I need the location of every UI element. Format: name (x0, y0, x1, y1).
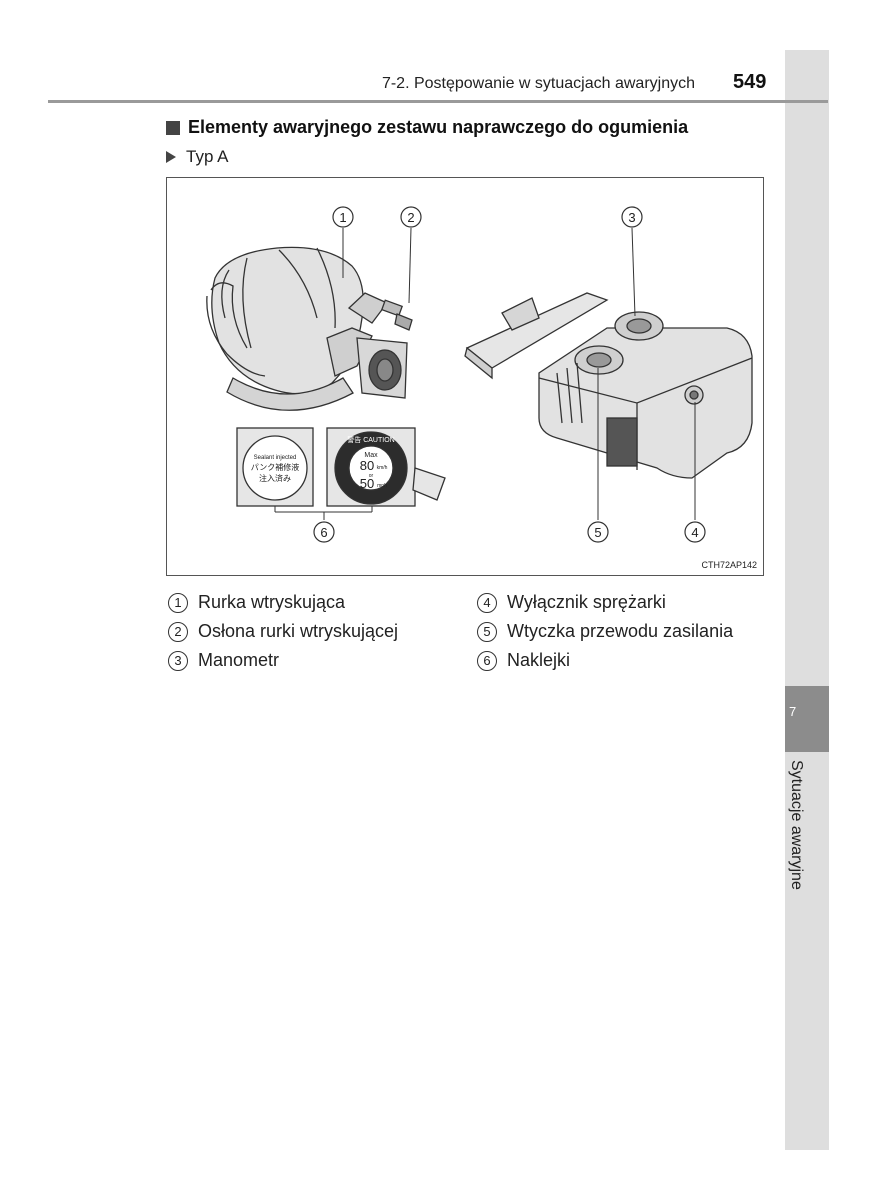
callout-3-marker (621, 206, 643, 228)
type-label-text: Typ A (186, 147, 229, 166)
legend-label: Wtyczka przewodu zasilania (507, 621, 734, 641)
legend-number-badge: 2 (168, 621, 188, 642)
sticker-caution-max: Max (364, 452, 378, 459)
legend-item: 6 Naklejki (477, 646, 733, 675)
chapter-tab[interactable] (785, 686, 829, 752)
callout-5-marker (587, 521, 609, 543)
sticker-sealant-line2: パンク補修液 (251, 462, 299, 472)
callout-3-label: 3 (628, 210, 635, 225)
legend-item: 1 Rurka wtryskująca (168, 588, 398, 617)
square-bullet-icon (166, 120, 180, 135)
figure-code: CTH72AP142 (701, 560, 757, 570)
callout-4-marker (684, 521, 706, 543)
legend-number-badge: 5 (477, 621, 497, 642)
sealant-sticker-drawing (236, 427, 314, 507)
legend-left-column: 1 Rurka wtryskująca 2 Osłona rurki wtrys… (168, 588, 398, 675)
legend-item: 5 Wtyczka przewodu zasilania (477, 617, 733, 646)
callout-1-label: 1 (339, 210, 346, 225)
repair-kit-figure: 1 2 3 4 5 6 Sealant injected パンク補修液 注入済み… (166, 177, 764, 576)
triangle-bullet-icon (166, 151, 176, 163)
callout-2-marker (400, 206, 422, 228)
legend-label: Osłona rurki wtryskującej (198, 621, 399, 641)
sticker-caution-kmh-value: 80 (360, 458, 374, 473)
callout-2-label: 2 (407, 210, 414, 225)
type-label: Typ A (166, 147, 229, 167)
callout-5-label: 5 (594, 525, 601, 540)
compressor-drawing (464, 292, 753, 479)
repair-kit-illustration: 1 2 3 4 5 6 Sealant injected パンク補修液 注入済み… (206, 206, 753, 543)
sealant-bottle-drawing (206, 246, 413, 411)
legend-number-badge: 4 (477, 592, 497, 613)
page-number: 549 (733, 71, 767, 93)
header-divider (48, 100, 828, 103)
legend-label: Wyłącznik sprężarki (507, 592, 666, 612)
section-heading: Elementy awaryjnego zestawu naprawczego … (166, 117, 688, 138)
legend-number-badge: 3 (168, 650, 188, 671)
chapter-number: 7 (789, 704, 797, 719)
speed-caution-sticker-drawing (326, 427, 446, 507)
callout-6-marker (313, 521, 335, 543)
sticker-sealant-line3: 注入済み (259, 473, 291, 483)
sticker-caution-mph-value: 50 (360, 476, 374, 491)
sticker-sealant-line1: Sealant injected (254, 455, 297, 461)
legend-item: 4 Wyłącznik sprężarki (477, 588, 733, 617)
callout-1-marker (332, 206, 354, 228)
sticker-caution-mph-unit: mph (377, 483, 387, 489)
callout-4-label: 4 (691, 525, 698, 540)
callout-6-label: 6 (320, 525, 327, 540)
sidebar-strip (785, 50, 829, 1150)
legend-number-badge: 6 (477, 650, 497, 671)
legend-right-column: 4 Wyłącznik sprężarki 5 Wtyczka przewodu… (477, 588, 733, 675)
legend-label: Naklejki (507, 650, 571, 670)
legend-item: 3 Manometr (168, 646, 398, 675)
sticker-caution-kmh-unit: km/h (377, 465, 388, 471)
section-heading-text: Elementy awaryjnego zestawu naprawczego … (188, 117, 689, 137)
legend-label: Rurka wtryskująca (198, 592, 346, 612)
sticker-caution-or: or (369, 473, 374, 479)
legend-label: Manometr (198, 650, 280, 670)
header-section-title: 7-2. Postępowanie w sytuacjach awaryjnyc… (381, 75, 695, 92)
legend-item: 2 Osłona rurki wtryskującej (168, 617, 398, 646)
legend-number-badge: 1 (168, 592, 188, 613)
chapter-title: Sytuacje awaryjne (788, 760, 805, 890)
sticker-caution-warning: 警告 CAUTION (347, 435, 394, 444)
